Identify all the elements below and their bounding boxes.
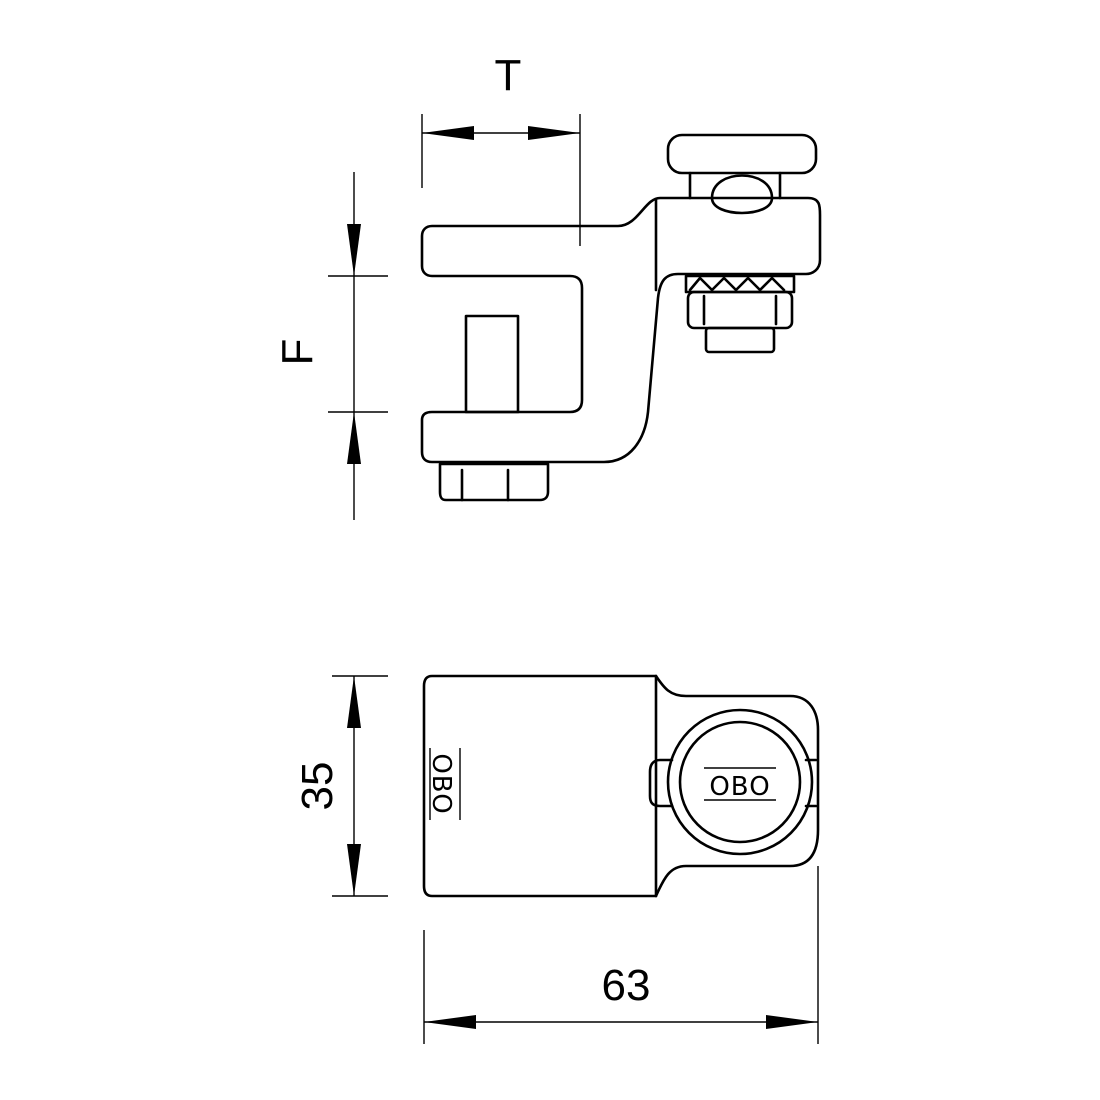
dimension-t-label: T: [495, 51, 522, 100]
side-view: [420, 133, 822, 502]
clamp-body: [420, 196, 822, 464]
dimension-35: 35: [293, 675, 388, 897]
bolt-head: [666, 133, 818, 175]
clamp-body-top: [422, 674, 658, 898]
dimension-63: 63: [423, 866, 819, 1044]
bolt-head-circle: [666, 708, 814, 856]
bolt-end: [704, 326, 776, 354]
serrated-washer: [684, 274, 796, 294]
bolt-lug: [654, 674, 820, 898]
logo-obo-bolt: OBO: [709, 772, 770, 802]
logo-obo-body: OBO: [426, 753, 456, 814]
hex-nut-bottom: [438, 462, 550, 502]
jaw-bolt: [464, 314, 520, 414]
dimension-f-label: F: [273, 339, 322, 366]
dimension-t: T: [421, 51, 581, 246]
dimension-35-label: 35: [293, 762, 342, 811]
top-view: OBO OBO: [422, 674, 820, 898]
dimension-f: F: [273, 172, 388, 520]
ball-nut: [710, 174, 774, 215]
dimension-63-label: 63: [602, 961, 651, 1010]
